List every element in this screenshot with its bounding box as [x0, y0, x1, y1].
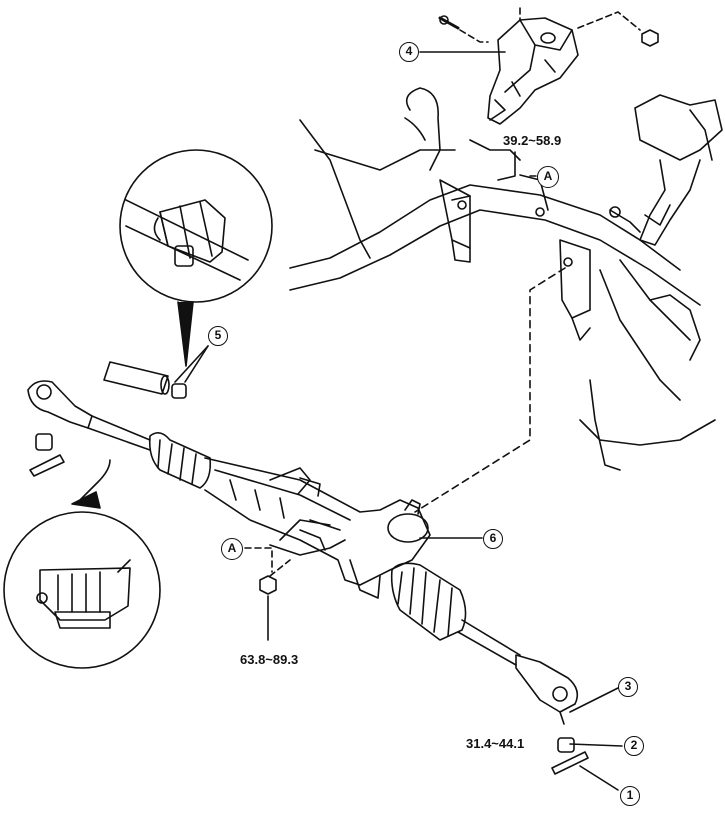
- dash-rack-to-frame: [414, 267, 566, 513]
- leader-5b: [174, 345, 209, 383]
- crossmember-frame: [289, 87, 716, 471]
- leader-1: [579, 765, 619, 791]
- bracket-nut: [641, 29, 659, 47]
- cotter-pin: [551, 751, 589, 775]
- callout-a-top: A: [537, 166, 559, 188]
- bracket-dash-lines: [459, 7, 641, 43]
- rack-mount-nut: [259, 575, 277, 595]
- torque-label-tie-rod-nut: 31.4~44.1: [466, 736, 525, 751]
- castle-nut: [557, 737, 575, 753]
- clamp-shaft: [103, 361, 187, 399]
- leader-3: [569, 687, 619, 713]
- leader-5a: [184, 345, 209, 383]
- bracket-bolt: [438, 15, 460, 30]
- torque-label-rack-mount: 63.8~89.3: [240, 652, 299, 667]
- callout-3: 3: [618, 677, 638, 697]
- steering-column: [609, 94, 723, 246]
- callout-4: 4: [399, 42, 419, 62]
- leader-2: [569, 743, 623, 747]
- mounting-bracket: [487, 17, 579, 125]
- callout-5: 5: [208, 326, 228, 346]
- torque-label-bracket: 39.2~58.9: [503, 133, 562, 148]
- detail-circle-clamp: [119, 149, 273, 367]
- leader-torque-bracket: [497, 151, 516, 181]
- right-tie-rod-end: [515, 654, 579, 725]
- callout-1: 1: [620, 786, 640, 806]
- callout-6: 6: [483, 529, 503, 549]
- dash-a-bottom: [244, 547, 273, 573]
- steering-rack: [148, 432, 431, 599]
- callout-a-bottom: A: [221, 538, 243, 560]
- dash-bolt-to-rack: [269, 559, 291, 577]
- right-boot: [390, 562, 521, 666]
- detail-circle-boot-clip: [3, 459, 161, 669]
- left-tie-rod-end: [27, 380, 151, 477]
- callout-2: 2: [624, 736, 644, 756]
